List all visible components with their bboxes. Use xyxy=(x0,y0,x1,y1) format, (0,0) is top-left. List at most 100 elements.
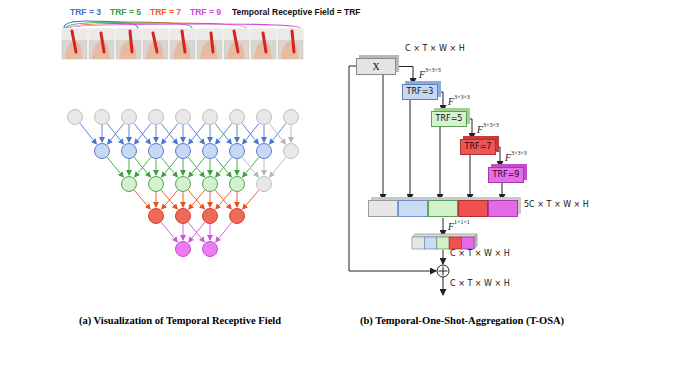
receptive-arrow xyxy=(108,123,124,144)
trf-network xyxy=(68,110,299,257)
receptive-arrow xyxy=(134,190,150,209)
receptive-arrow xyxy=(183,192,184,207)
flow-arrow xyxy=(396,67,413,85)
receptive-arrow xyxy=(189,222,205,242)
arrow-conv1x1 xyxy=(443,218,444,236)
tosa-wires xyxy=(349,66,443,295)
receptive-arrow xyxy=(243,190,259,209)
box-label: TRF=7 xyxy=(465,143,492,151)
receptive-arrow xyxy=(210,192,211,207)
receptive-arrow xyxy=(189,190,205,209)
frame-background xyxy=(62,29,87,59)
receptive-arrow xyxy=(216,157,232,177)
feature-unit xyxy=(176,110,191,125)
receptive-arrow xyxy=(264,159,265,175)
network-units xyxy=(68,110,299,257)
bar-segment xyxy=(462,237,474,249)
feature-unit xyxy=(176,144,191,159)
kernel-size: 3×3×3 xyxy=(483,122,499,129)
feature-unit xyxy=(203,144,218,159)
dimension-label: C × T × W × H xyxy=(405,45,465,54)
receptive-arrow xyxy=(161,123,177,144)
flow-arrow xyxy=(467,119,472,139)
flow-arrow xyxy=(502,183,503,200)
frame-wall xyxy=(197,29,222,40)
trf-legend-label: TRF = 9 xyxy=(190,8,221,17)
receptive-arrow xyxy=(215,123,231,144)
conv-block: TRF=3 xyxy=(402,84,438,100)
receptive-arrow xyxy=(162,190,178,209)
receptive-arrow xyxy=(189,123,205,144)
receptive-arrow xyxy=(188,222,204,242)
receptive-arrow xyxy=(264,125,265,142)
receptive-arrow xyxy=(80,123,96,144)
feature-unit xyxy=(230,110,245,125)
feature-unit xyxy=(284,110,299,125)
sum-circle xyxy=(437,265,449,277)
hand xyxy=(281,41,299,59)
feature-unit xyxy=(203,177,218,192)
sum-symbol xyxy=(437,265,449,277)
receptive-arrow xyxy=(243,123,259,144)
operator-symbol: F xyxy=(448,222,454,232)
frame-background xyxy=(170,29,195,59)
hand xyxy=(119,41,137,59)
receptive-arrow xyxy=(237,159,238,175)
feature-unit xyxy=(230,177,245,192)
subfigure-caption: (b) Temporal-One-Shot-Aggregation (T-OSA… xyxy=(360,315,564,327)
receptive-arrow xyxy=(215,190,231,209)
feature-unit xyxy=(122,110,137,125)
receptive-arrow xyxy=(210,159,211,175)
box-label: X xyxy=(372,62,379,72)
kernel-size: 1×1×1 xyxy=(454,219,470,226)
red-marker xyxy=(153,33,157,52)
feature-unit xyxy=(257,144,272,159)
receptive-arrow xyxy=(210,224,211,240)
trf-legend-label: TRF = 7 xyxy=(150,8,181,17)
feature-unit xyxy=(230,209,245,224)
receptive-arrow xyxy=(161,222,177,242)
receptive-arrow xyxy=(134,123,150,144)
reduced-concat-bar xyxy=(412,234,477,249)
bar-top-face xyxy=(412,234,477,237)
frame-wall xyxy=(278,29,303,40)
network-arrows xyxy=(80,123,291,242)
receptive-arrow xyxy=(183,125,184,142)
flow-arrow xyxy=(470,155,471,200)
receptive-arrow xyxy=(242,123,258,144)
red-marker xyxy=(263,33,266,52)
red-marker xyxy=(234,31,238,52)
kernel-size: 3×3×3 xyxy=(425,67,441,74)
receptive-arrow xyxy=(237,125,238,142)
receptive-arrow xyxy=(216,190,232,209)
red-marker xyxy=(211,33,213,52)
receptive-arrow xyxy=(237,192,238,207)
receptive-arrow xyxy=(270,123,286,144)
frame-background xyxy=(89,29,114,59)
receptive-arrow xyxy=(183,159,184,175)
conv-block: TRF=5 xyxy=(431,111,467,127)
flow-arrow xyxy=(438,92,443,111)
brace-trf9 xyxy=(70,24,300,28)
hand xyxy=(254,41,272,59)
receptive-arrow xyxy=(216,123,232,144)
conv-block: TRF=7 xyxy=(460,139,496,155)
feature-unit xyxy=(203,110,218,125)
frame-background xyxy=(278,29,303,59)
box-label: TRF=3 xyxy=(407,88,434,96)
feature-unit xyxy=(203,242,218,257)
subfigure-caption: (a) Visualization of Temporal Receptive … xyxy=(79,315,281,327)
kernel-size: 3×3×3 xyxy=(511,150,527,157)
feature-unit xyxy=(176,209,191,224)
flow-arrow xyxy=(410,100,411,200)
frame-background xyxy=(143,29,168,59)
flow-arrow xyxy=(383,75,384,200)
video-frames xyxy=(62,29,303,59)
arrow-output xyxy=(443,277,444,295)
receptive-arrow xyxy=(156,159,157,175)
trf-braces xyxy=(64,21,300,28)
dimension-label: C × T × W × H xyxy=(450,280,510,289)
red-marker xyxy=(130,31,132,52)
receptive-arrow xyxy=(188,123,204,144)
operator-symbol: F xyxy=(477,125,483,135)
